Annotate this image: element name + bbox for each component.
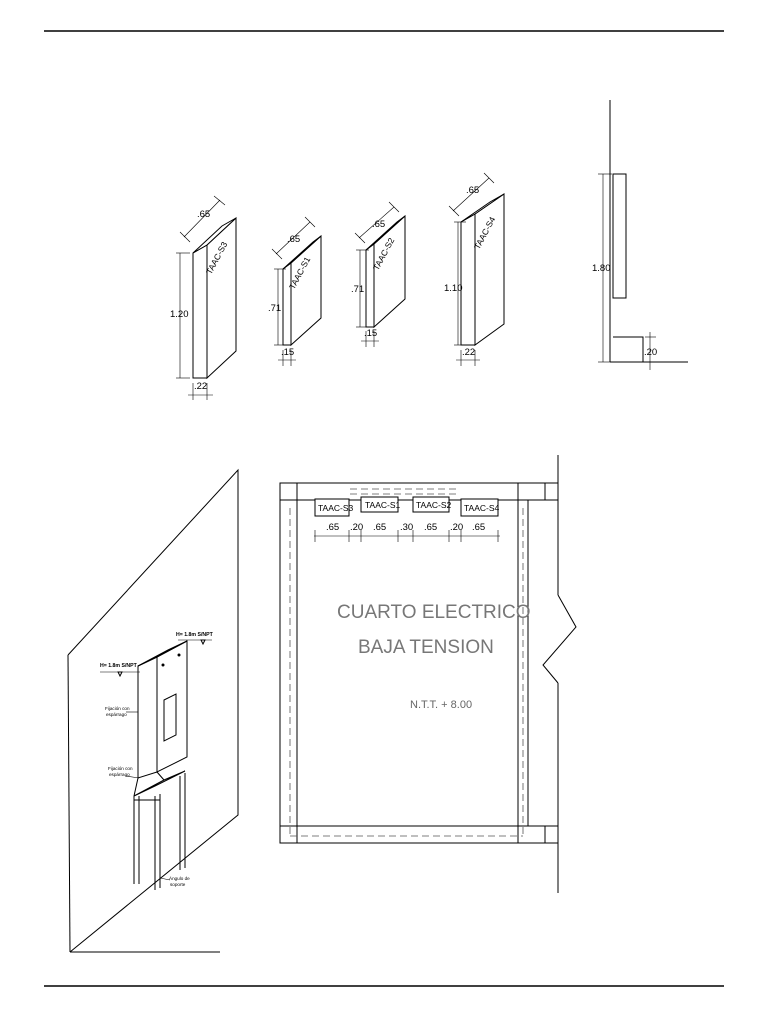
plan-title: CUARTO ELECTRICO xyxy=(337,602,531,623)
plan-dim-4: .30 xyxy=(400,522,413,533)
cabinet-taac-s4: .65 1.10 .22 TAAC-S4 xyxy=(444,172,505,366)
plan-dim-3: .65 xyxy=(373,522,386,533)
plan-subtitle: BAJA TENSION xyxy=(358,637,494,658)
plan-level: N.T.T. + 8.00 xyxy=(410,699,472,711)
cabinet-taac-s2: .65 .71 .15 TAAC-S2 xyxy=(351,201,406,347)
side-elevation: 1.80 .20 xyxy=(592,100,688,370)
cabinet-s4-depth: .22 xyxy=(462,347,475,358)
cabinet-taac-s3: .65 1.20 .22 TAAC-S3 xyxy=(170,195,237,400)
floor-plan: TAAC-S3 TAAC-S1 TAAC-S2 TAAC-S4 .65 .20 … xyxy=(279,455,577,893)
cabinet-s1-depth: .15 xyxy=(281,347,294,358)
plan-panel-s3: TAAC-S3 xyxy=(318,503,354,513)
note-fixing-1: Fijación con xyxy=(105,706,130,711)
isometric-view: H= 1.8m S/NPT H= 1.8m S/NPT Fijación con… xyxy=(67,468,239,953)
cabinet-s2-height: .71 xyxy=(351,284,364,295)
plan-panel-s1: TAAC-S1 xyxy=(365,500,401,510)
cabinet-s2-width: .65 xyxy=(372,219,385,230)
cabinet-s4-height: 1.10 xyxy=(444,283,463,294)
cabinet-s1-height: .71 xyxy=(268,303,281,314)
plan-dim-7: .65 xyxy=(472,522,485,533)
note-fixing-1b: espárrago xyxy=(106,712,127,717)
cabinet-s3-height: 1.20 xyxy=(170,309,189,320)
plan-panel-s2: TAAC-S2 xyxy=(416,500,452,510)
cabinet-s2-depth: .15 xyxy=(364,328,377,339)
plan-panel-s4: TAAC-S4 xyxy=(464,503,500,513)
note-angle-b: soporte xyxy=(170,882,186,887)
cabinet-taac-s1: .65 .71 .15 TAAC-S1 xyxy=(268,216,322,366)
cabinet-s1-width: .65 xyxy=(287,234,300,245)
plan-dim-2: .20 xyxy=(350,522,363,533)
cabinet-s3-width: .65 xyxy=(197,209,210,220)
note-fixing-2b: espárrago xyxy=(109,772,130,777)
plan-dim-6: .20 xyxy=(450,522,463,533)
elevation-base: .20 xyxy=(644,347,657,358)
level-top: H= 1.8m S/NPT xyxy=(176,632,214,638)
plan-dim-5: .65 xyxy=(424,522,437,533)
cabinet-s4-width: .65 xyxy=(466,185,479,196)
elevation-height: 1.80 xyxy=(592,263,611,274)
note-fixing-2: Fijación con xyxy=(108,766,133,771)
cabinet-s3-depth: .22 xyxy=(194,381,207,392)
level-left: H= 1.8m S/NPT xyxy=(100,663,138,669)
note-angle: Ángulo de xyxy=(169,875,190,881)
plan-dim-1: .65 xyxy=(326,522,339,533)
